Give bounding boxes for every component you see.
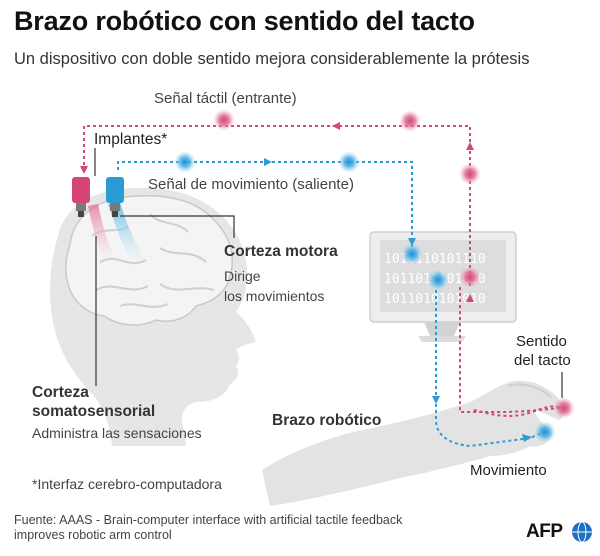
movement-pulse-dot	[401, 243, 423, 265]
label-touch-1: Sentido	[516, 333, 567, 350]
source-note: Fuente: AAAS - Brain-computer interface …	[14, 513, 402, 543]
movement-pulse-dot	[534, 421, 556, 443]
label-movement-signal: Señal de movimiento (saliente)	[148, 176, 354, 193]
tactile-pulse-dot	[399, 110, 421, 132]
brain	[65, 194, 233, 326]
afp-logo: AFP	[526, 521, 563, 542]
source-line-2: improves robotic arm control	[14, 528, 172, 542]
label-motor-desc-1: Dirige	[224, 268, 261, 284]
label-somatosensory-1: Corteza	[32, 384, 89, 401]
label-motor-desc-2: los movimientos	[224, 288, 325, 304]
implant-pink	[72, 177, 90, 217]
label-touch-2: del tacto	[514, 352, 571, 369]
label-motor-cortex: Corteza motora	[224, 243, 338, 260]
label-implants: Implantes*	[94, 131, 168, 148]
tactile-signal-path	[83, 125, 561, 413]
label-robotic-arm: Brazo robótico	[272, 412, 382, 429]
label-somatosensory-2: somatosensorial	[32, 403, 156, 420]
footnote: *Interfaz cerebro-computadora	[32, 476, 222, 492]
page-title: Brazo robótico con sentido del tacto	[14, 6, 475, 36]
tactile-pulse-dot	[553, 397, 575, 419]
label-movement: Movimiento	[470, 462, 547, 479]
source-line-1: Fuente: AAAS - Brain-computer interface …	[14, 513, 403, 527]
tactile-pulse-dot	[459, 163, 481, 185]
label-somatosensory-desc: Administra las sensaciones	[32, 425, 202, 441]
tactile-pulse-dot	[213, 109, 235, 131]
tactile-pulse-dot	[459, 266, 481, 288]
implant-blue	[106, 177, 124, 217]
movement-pulse-dot	[338, 151, 360, 173]
movement-pulse-dot	[174, 151, 196, 173]
page-subtitle: Un dispositivo con doble sentido mejora …	[14, 50, 530, 68]
afp-globe-icon	[572, 521, 592, 543]
label-tactile-signal: Señal táctil (entrante)	[154, 90, 297, 107]
robotic-arm	[262, 380, 564, 506]
movement-pulse-dot	[427, 269, 449, 291]
